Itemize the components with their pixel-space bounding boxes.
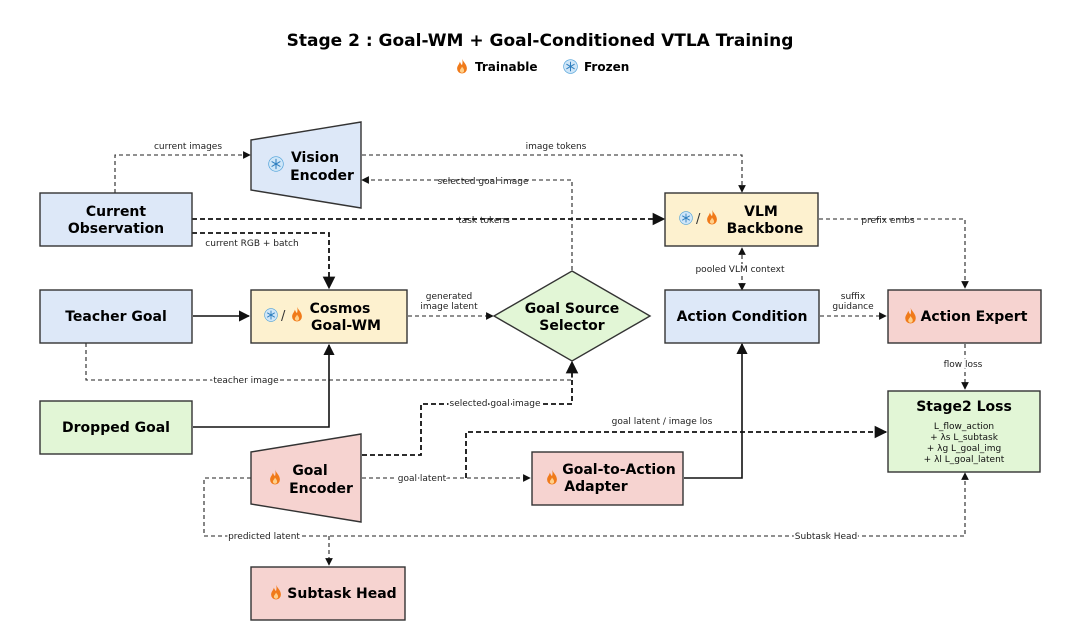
goal-encoder-line2: Encoder [289,481,353,497]
current-observation-node: Current Observation [39,192,193,247]
snowflake-icon [679,211,693,225]
dropped-goal-label: Dropped Goal [62,420,170,436]
legend-flame-icon [457,58,467,74]
teacher-goal-node: Teacher Goal [39,289,193,344]
selector-line1: Goal Source [525,301,620,317]
edge-selected-goal-image-top [361,176,573,270]
edge-label-current-images: current images [154,142,222,152]
snowflake-icon [264,308,278,322]
current-observation-line2: Observation [68,221,164,237]
action-expert-label: Action Expert [921,309,1028,325]
subtask-head-label: Subtask Head [287,586,396,602]
edge-label-prefix-embs: prefix embs [861,216,915,226]
vlm-backbone-node: / VLM Backbone [664,192,819,247]
page-title: Stage 2 : Goal-WM + Goal-Conditioned VTL… [287,31,794,51]
vision-encoder-node: Vision Encoder [250,121,362,209]
cosmos-line1: Cosmos [310,301,371,317]
snowflake-icon [268,156,284,172]
loss-term: + λg L_goal_img [927,444,1002,454]
svg-text:/: / [696,212,701,227]
goal-to-action-adapter-node: Goal-to-Action Adapter [531,451,684,506]
edge-label-suffix-1: suffix [841,292,866,302]
action-condition-node: Action Condition [664,289,820,344]
edge-label-flow-loss: flow loss [944,360,983,370]
edge-adapter-to-action-condition [684,342,748,479]
dropped-goal-node: Dropped Goal [39,400,193,455]
edge-label-predicted-latent: predicted latent [228,532,300,542]
stage2-loss-title: Stage2 Loss [916,399,1012,415]
edge-label-teacher-image: teacher image [213,376,279,386]
edge-label-selected-goal-image-top: selected goal image [438,177,529,187]
goal-encoder-line1: Goal [292,463,327,479]
svg-text:/: / [281,309,286,324]
edge-label-selected-goal-image-low: selected goal image [450,399,541,409]
vlm-line2: Backbone [727,221,804,237]
edge-label-goal-latent-image-los: goal latent / image los [612,417,713,427]
edge-label-generated-2: image latent [420,302,478,312]
loss-term: + λl L_goal_latent [924,455,1005,465]
adapter-line2: Adapter [564,479,628,495]
edge-prefix-embs [819,218,969,289]
goal-source-selector-node: Goal Source Selector [492,270,652,362]
edge-current-images [114,151,251,193]
vlm-line1: VLM [744,204,778,220]
edge-label-current-rgb-batch: current RGB + batch [205,239,298,249]
edge-selected-goal-image-low [362,360,579,456]
loss-term: L_flow_action [934,422,994,432]
loss-term: + λs L_subtask [930,433,999,443]
goal-encoder-node: Goal Encoder [250,433,362,523]
legend-frozen-label: Frozen [584,60,629,74]
edge-subtask-head-loss [203,472,969,537]
teacher-goal-label: Teacher Goal [65,309,167,325]
cosmos-goal-wm-node: / Cosmos Goal-WM [250,289,408,344]
stage2-loss-node: Stage2 Loss L_flow_action + λs L_subtask… [887,390,1041,473]
subtask-head-node: Subtask Head [250,566,406,621]
edge-label-subtask-head: Subtask Head [795,532,857,542]
edge-current-rgb-batch [192,232,336,290]
edge-label-suffix-2: guidance [832,302,874,312]
selector-line2: Selector [539,318,604,334]
vision-encoder-line1: Vision [291,150,339,166]
current-observation-line1: Current [86,204,147,220]
adapter-line1: Goal-to-Action [562,462,676,478]
edge-image-tokens [362,154,746,193]
edge-dropped-goal-to-cosmos [193,343,335,428]
cosmos-line2: Goal-WM [311,318,381,334]
edge-label-pooled-vlm-context: pooled VLM context [695,265,785,275]
action-condition-label: Action Condition [677,309,808,325]
edge-label-image-tokens: image tokens [526,142,587,152]
edge-label-generated-1: generated [426,292,473,302]
edge-label-goal-latent: goal latent [398,474,447,484]
legend-trainable-label: Trainable [475,60,537,74]
edge-label-task-tokens: task tokens [458,216,510,226]
action-expert-node: Action Expert [887,289,1042,344]
vision-encoder-line2: Encoder [290,168,354,184]
legend-snowflake-icon [563,59,578,74]
